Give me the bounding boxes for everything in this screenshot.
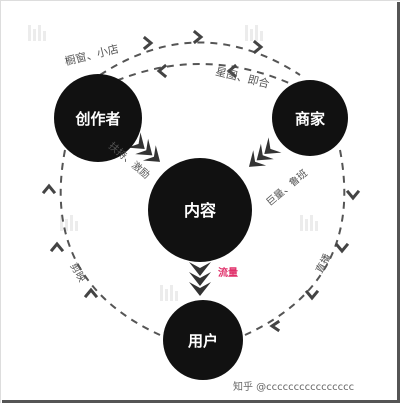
chevron-left-icon	[156, 63, 168, 79]
watermark-icon	[160, 285, 178, 301]
node-label-content: 内容	[184, 201, 216, 220]
arrow-content-to-user	[189, 262, 211, 296]
footer-credit: 知乎 @cccccccccccccccc	[233, 380, 354, 393]
chevron-down-icon	[304, 289, 320, 301]
watermark-icon	[245, 25, 263, 41]
chevron-right-icon	[192, 29, 204, 45]
watermark-icon	[300, 215, 318, 231]
node-label-merchant: 商家	[295, 110, 325, 128]
node-label-user: 用户	[188, 332, 218, 350]
node-user: 用户	[163, 300, 243, 380]
chevron-up-icon	[83, 287, 99, 299]
center-arrows	[127, 132, 282, 296]
edge-label-top-left: 橱窗、小店	[63, 41, 120, 68]
arc-top-inner	[99, 63, 301, 89]
edge-label-merchant-to-user: 直播	[313, 252, 334, 276]
arrow-creator-to-content	[127, 132, 161, 162]
chevron-left-icon	[269, 319, 281, 333]
chevron-left-icon	[226, 63, 238, 79]
chevron-down-icon	[334, 242, 350, 254]
arc-right	[244, 149, 346, 336]
watermark-icon	[60, 215, 78, 231]
watermark-logos	[28, 25, 318, 301]
chevron-up-icon	[49, 241, 65, 253]
chevron-up-icon	[41, 183, 57, 195]
edge-label-user-to-creator: 剪映	[67, 260, 88, 284]
chevron-right-icon	[142, 35, 154, 51]
edge-label-merchant-to-content: 巨量、鲁班	[263, 166, 310, 208]
node-creator: 创作者	[54, 74, 142, 162]
node-merchant: 商家	[272, 80, 348, 156]
outer-cycle	[59, 41, 346, 336]
watermark-icon	[28, 25, 46, 41]
chevron-right-icon	[252, 39, 264, 55]
arrow-merchant-to-content	[248, 137, 282, 167]
node-label-creator: 创作者	[74, 110, 120, 128]
arc-top-outer	[99, 41, 301, 76]
chevron-down-icon	[345, 189, 361, 201]
edge-label-content-to-user: 流量	[218, 266, 238, 279]
edge-label-top-right: 星图、即合	[214, 64, 271, 91]
node-content: 内容	[148, 158, 252, 262]
footer-credit-text: 知乎 @cccccccccccccccc	[233, 380, 354, 393]
arc-left	[59, 149, 161, 336]
arc-chevrons	[41, 29, 361, 333]
